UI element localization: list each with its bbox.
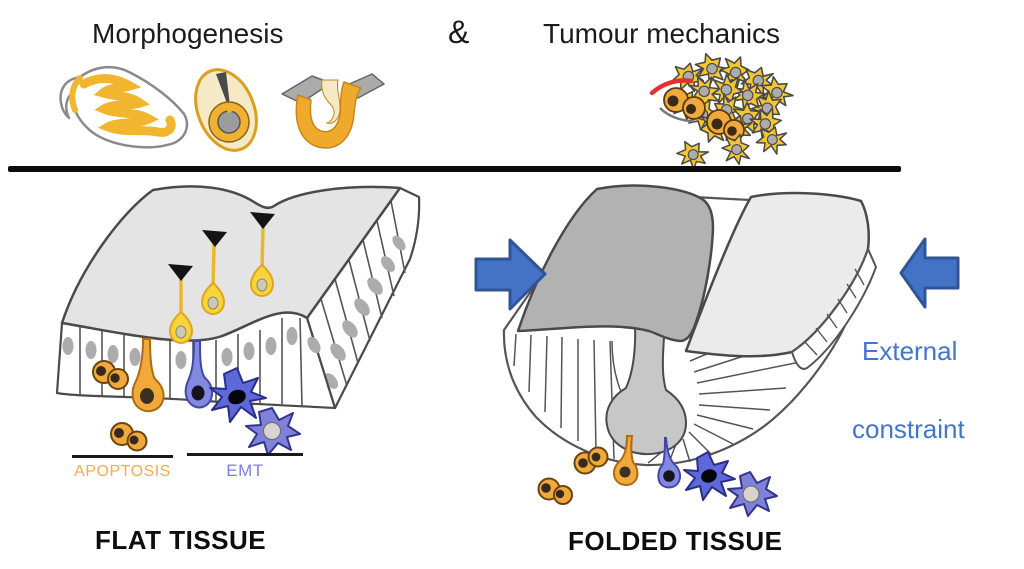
compress-arrow-left-icon xyxy=(899,237,960,309)
fold-left-slab xyxy=(516,184,715,343)
tissue-fold-icon xyxy=(281,73,385,149)
orange-tumour-cells xyxy=(663,87,745,141)
epithelial-nuclei xyxy=(62,327,321,369)
section-divider-line xyxy=(8,166,901,172)
embryo-fold-icon xyxy=(59,65,189,149)
fold-invagination xyxy=(605,323,688,456)
tumour-cell-cluster-icon xyxy=(649,47,799,175)
apoptotic-cells xyxy=(92,338,165,452)
morphogenesis-title: Morphogenesis xyxy=(92,18,284,49)
external-constraint-line1: External xyxy=(862,336,958,366)
apoptosis-label: APOPTOSIS xyxy=(74,463,171,480)
flat-tissue-illustration xyxy=(55,185,421,456)
flat-tissue-caption: FLAT TISSUE xyxy=(95,525,267,555)
neural-tube-icon xyxy=(194,68,258,152)
folded-tissue-illustration xyxy=(502,184,877,517)
emt-overline xyxy=(187,453,303,456)
fold-emt-cells xyxy=(657,437,778,517)
fold-right-slab xyxy=(684,191,870,358)
tumour-mechanics-title: Tumour mechanics xyxy=(543,18,781,49)
external-constraint-line2: constraint xyxy=(852,414,965,444)
apoptosis-overline xyxy=(72,455,173,458)
compress-arrow-right-icon xyxy=(474,238,547,311)
apical-constriction-cells xyxy=(168,212,275,345)
fold-apoptotic-cells xyxy=(537,435,639,505)
emt-label: EMT xyxy=(226,461,264,480)
folded-tissue-caption: FOLDED TISSUE xyxy=(568,526,783,556)
emt-cells xyxy=(184,340,301,456)
tumour-red-fiber xyxy=(649,78,694,96)
ampersand: & xyxy=(448,14,470,50)
